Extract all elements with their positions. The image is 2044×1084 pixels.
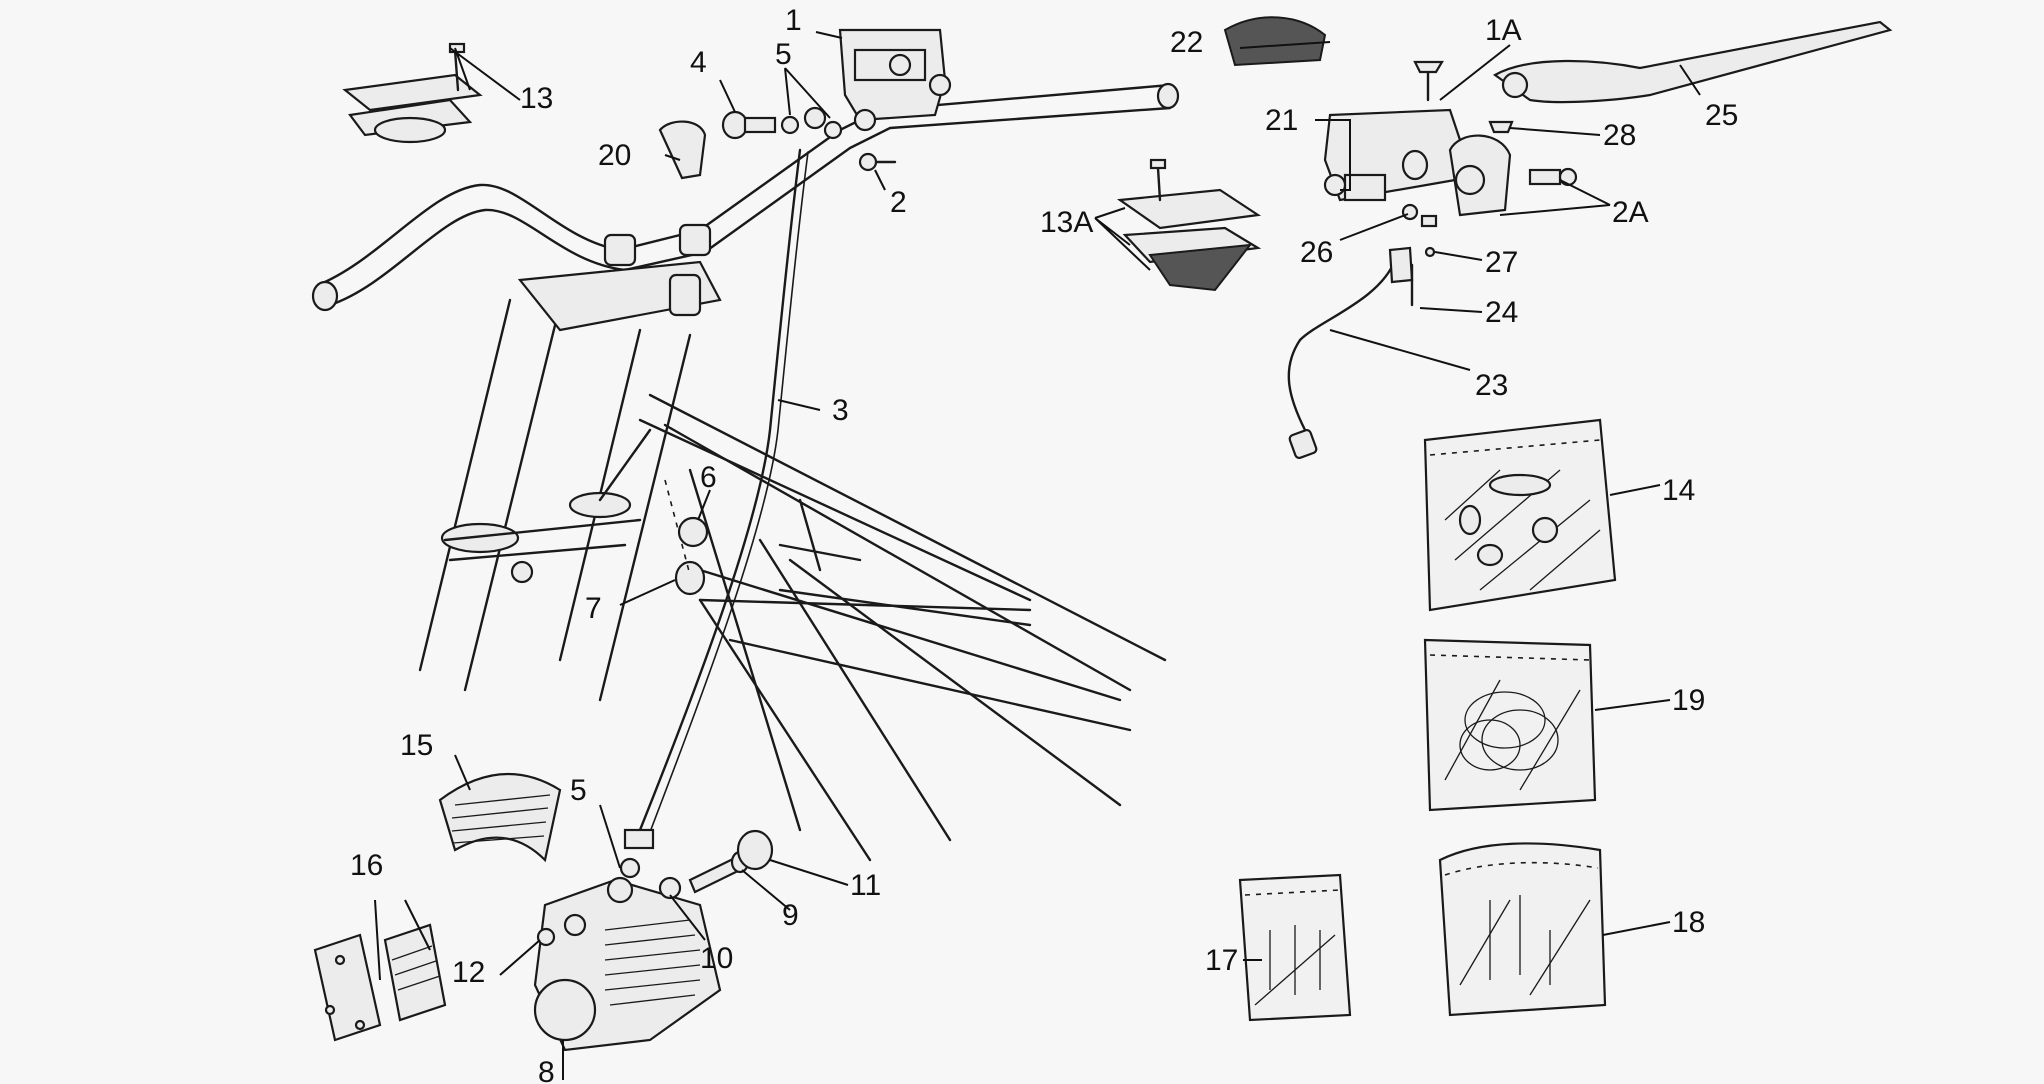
callout-16: 16: [350, 849, 383, 882]
callout-8: 8: [538, 1056, 555, 1084]
callout-28: 28: [1603, 119, 1636, 152]
callout-9: 9: [782, 899, 799, 932]
callout-6: 6: [700, 461, 717, 494]
callout-23: 23: [1475, 369, 1508, 402]
callout-27: 27: [1485, 246, 1518, 279]
kit-bag-19: [1423, 638, 1597, 812]
reservoir-cap: [1223, 16, 1327, 67]
callout-3: 3: [832, 394, 849, 427]
brake-caliper: [533, 828, 722, 1052]
kit-bag-14: [1423, 418, 1617, 612]
callout-20: 20: [598, 139, 631, 172]
callout-4: 4: [690, 46, 707, 79]
hose-clips: [664, 479, 709, 596]
callout-22: 22: [1170, 26, 1203, 59]
reservoir-gasket-set: [342, 42, 483, 144]
callout-11: 11: [850, 869, 881, 902]
brake-light-switch: [1287, 246, 1414, 460]
callout-17: 17: [1205, 944, 1238, 977]
callout-19: 19: [1672, 684, 1705, 717]
callout-25: 25: [1705, 99, 1738, 132]
callout-5-top: 5: [775, 38, 792, 71]
callout-26: 26: [1300, 236, 1333, 269]
kit-bag-18: [1438, 842, 1607, 1017]
callout-7: 7: [585, 592, 602, 625]
brake-lever: [1492, 20, 1893, 104]
callout-12: 12: [452, 956, 485, 989]
callout-13a: 13A: [1040, 206, 1093, 239]
banjo-bolt: [721, 106, 843, 140]
kit-bag-17: [1238, 873, 1352, 1022]
motorcycle-frame: [418, 298, 1167, 862]
callout-14: 14: [1662, 474, 1695, 507]
callout-1: 1: [785, 4, 802, 37]
gasket-set-a: [1116, 158, 1262, 292]
callout-labels: 1 1A 2 2A 3 4 5 5 6 7 8 9 10 11 12 13 13…: [350, 4, 1738, 1084]
master-cylinder-1a: [1323, 60, 1578, 258]
brake-pad-shim: [438, 772, 562, 863]
callout-10: 10: [700, 942, 733, 975]
callout-18: 18: [1672, 906, 1705, 939]
callout-1a: 1A: [1485, 14, 1522, 47]
rubber-cap: [658, 120, 707, 180]
callout-13: 13: [520, 82, 553, 115]
master-cylinder: [838, 28, 952, 132]
callout-5-bottom: 5: [570, 774, 587, 807]
callout-15: 15: [400, 729, 433, 762]
callout-21: 21: [1265, 104, 1298, 137]
bolt: [858, 152, 897, 172]
brake-hose: [638, 148, 809, 833]
bleed-screw: [536, 829, 774, 947]
callout-24: 24: [1485, 296, 1518, 329]
leader-lines: [374, 31, 1701, 1080]
callout-2: 2: [890, 186, 907, 219]
handlebar: [311, 82, 1180, 332]
callout-2a: 2A: [1612, 196, 1649, 229]
